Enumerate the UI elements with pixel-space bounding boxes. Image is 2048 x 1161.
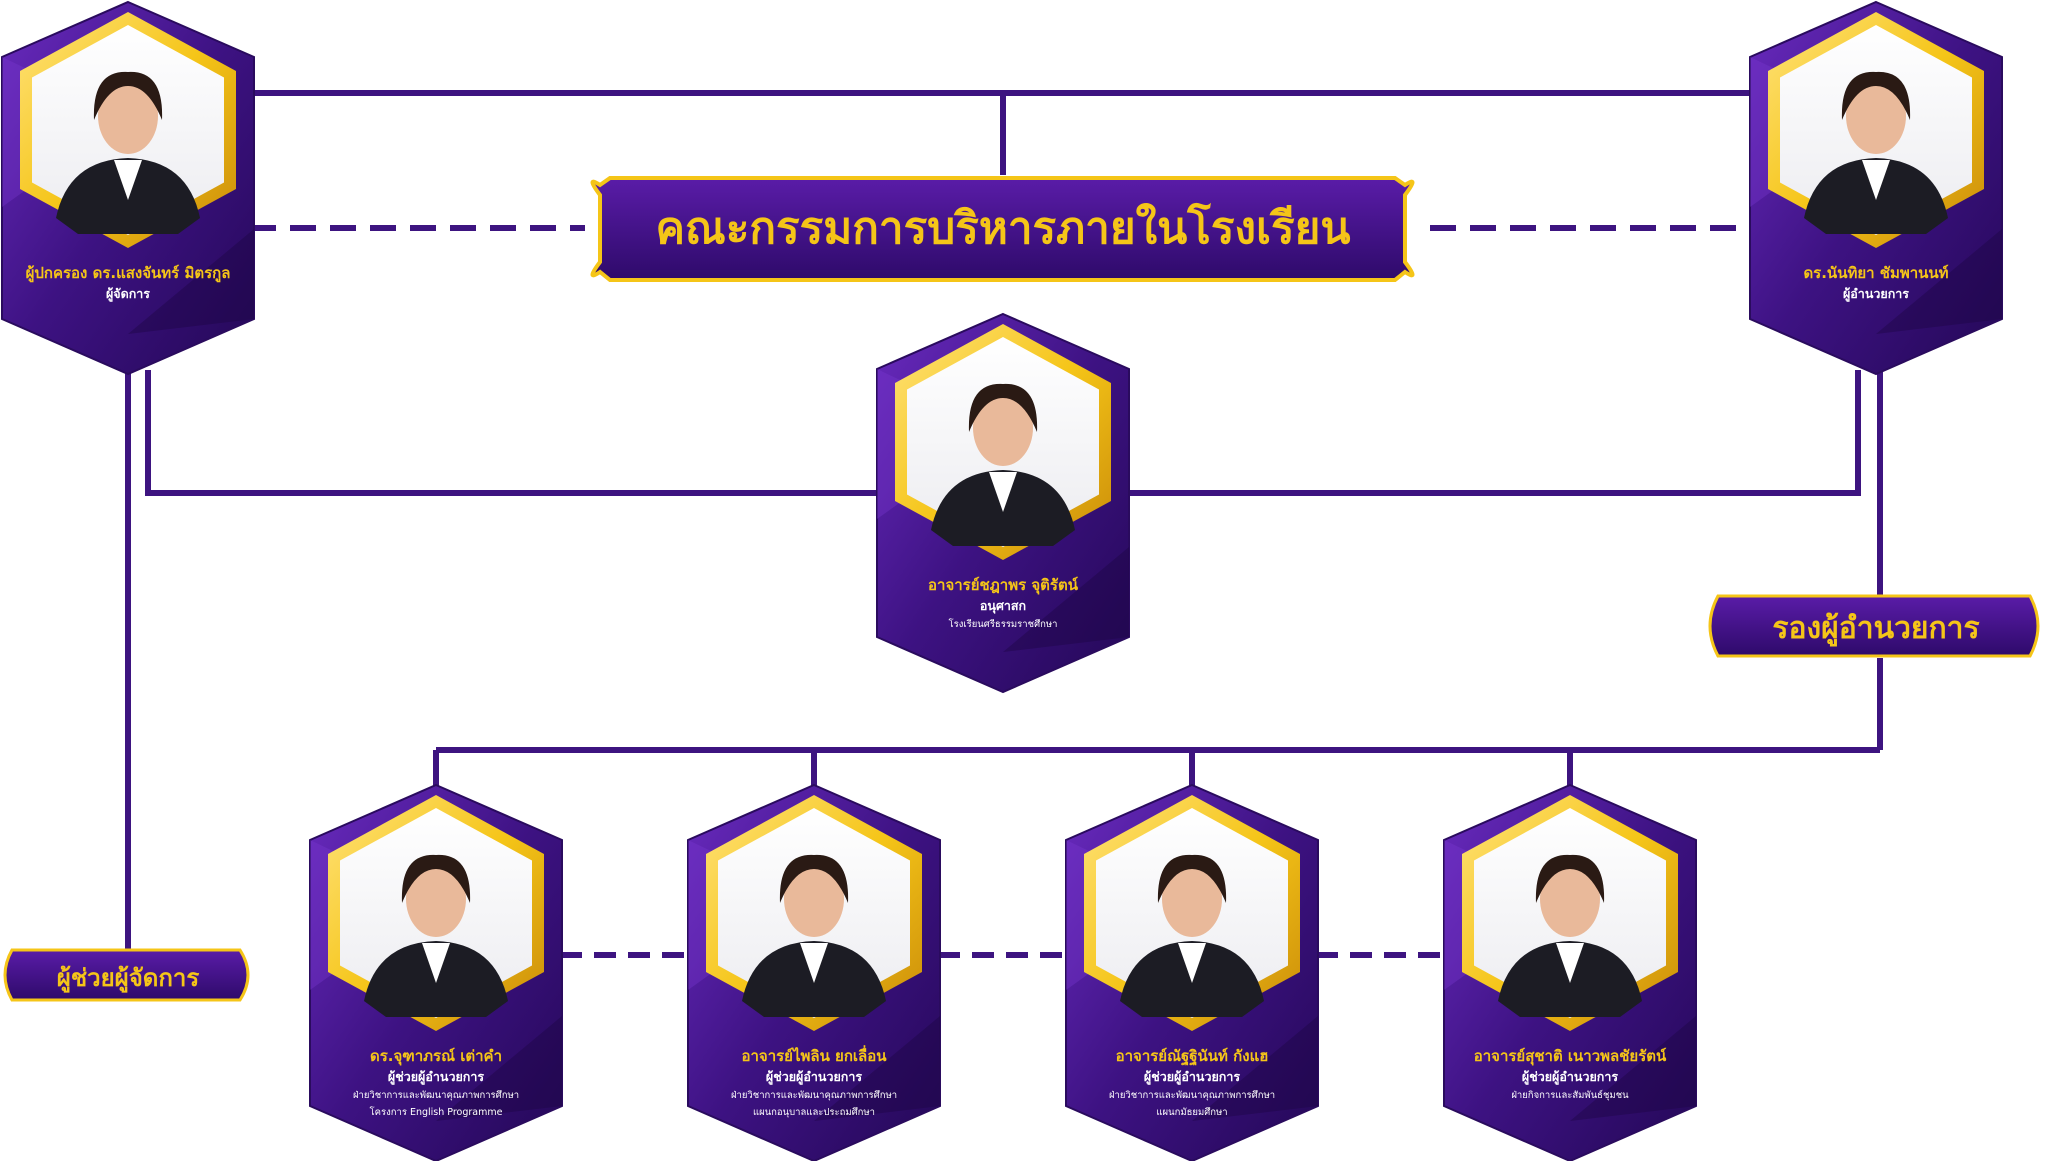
assistant-manager-title: ผู้ช่วยผู้จัดการ <box>57 964 200 993</box>
person-card-asst1: ดร.จุฑาภรณ์ เต่าคำผู้ช่วยผู้อำนวยการฝ่าย… <box>309 783 563 1161</box>
manager-to-licensee <box>145 370 880 496</box>
committee-banner: คณะกรรมการบริหารภายในโรงเรียน <box>590 176 1415 282</box>
portrait-silhouette <box>1804 71 1948 234</box>
portrait-silhouette <box>742 854 886 1017</box>
deputy-director-banner: รองผู้อำนวยการ <box>1708 594 2040 658</box>
person-name: อาจารย์สุชาติ เนาวพลชัยรัตน์ <box>1474 1047 1667 1066</box>
person-detail: ผู้ช่วยผู้อำนวยการ <box>388 1069 484 1085</box>
person-card-asst3: อาจารย์ณัฐฐินันท์ กังแฮผู้ช่วยผู้อำนวยกา… <box>1065 783 1319 1161</box>
person-detail: ฝ่ายวิชาการและพัฒนาคุณภาพการศึกษา <box>353 1090 519 1101</box>
card-facet <box>1570 1016 1696 1121</box>
person-name: ดร.นันทิยา ชัมพานนท์ <box>1803 264 1948 282</box>
person-detail: ผู้ช่วยผู้อำนวยการ <box>1144 1069 1240 1085</box>
person-detail: ผู้ช่วยผู้อำนวยการ <box>1522 1069 1618 1085</box>
card-facet <box>1192 1016 1318 1121</box>
person-detail: โครงการ English Programme <box>370 1106 503 1118</box>
card-facet <box>814 1016 940 1121</box>
portrait-silhouette <box>1498 854 1642 1017</box>
person-name: ผู้ปกครอง ดร.แสงจันทร์ มิตรกูล <box>26 264 231 283</box>
person-name: อาจารย์ณัฐฐินันท์ กังแฮ <box>1116 1047 1269 1066</box>
person-detail: ฝ่ายวิชาการและพัฒนาคุณภาพการศึกษา <box>731 1090 897 1101</box>
director-to-licensee <box>1128 370 1861 496</box>
portrait-silhouette <box>931 383 1075 546</box>
portrait-silhouette <box>364 854 508 1017</box>
person-detail: แผนกอนุบาลและประถมศึกษา <box>753 1107 875 1118</box>
connector-lines <box>125 90 1883 958</box>
person-detail: โรงเรียนศรีธรรมราชศึกษา <box>949 618 1058 630</box>
deputy-director-title: รองผู้อำนวยการ <box>1772 611 1979 647</box>
person-name: ดร.จุฑาภรณ์ เต่าคำ <box>370 1047 502 1066</box>
card-facet <box>436 1016 562 1121</box>
person-card-asst2: อาจารย์ไพลิน ยกเลื่อนผู้ช่วยผู้อำนวยการฝ… <box>687 783 941 1161</box>
person-card-director: ดร.นันทิยา ชัมพานนท์ผู้อำนวยการ <box>1749 0 2003 376</box>
person-name: อาจารย์ไพลิน ยกเลื่อน <box>741 1045 887 1065</box>
card-facet <box>128 229 254 334</box>
assistant-manager-banner: ผู้ช่วยผู้จัดการ <box>3 948 250 1002</box>
person-detail: อนุศาสก <box>980 598 1026 614</box>
person-card-asst4: อาจารย์สุชาติ เนาวพลชัยรัตน์ผู้ช่วยผู้อำ… <box>1443 783 1697 1161</box>
person-detail: ผู้จัดการ <box>106 286 150 302</box>
person-detail: ผู้ช่วยผู้อำนวยการ <box>766 1069 862 1085</box>
portrait-silhouette <box>1120 854 1264 1017</box>
card-facet <box>1003 547 1129 652</box>
person-detail: ฝ่ายวิชาการและพัฒนาคุณภาพการศึกษา <box>1109 1090 1275 1101</box>
person-card-licensee: อาจารย์ชฎาพร จุติรัตน์อนุศาสกโรงเรียนศรี… <box>876 312 1130 694</box>
person-detail: ผู้อำนวยการ <box>1843 286 1909 302</box>
person-card-manager: ผู้ปกครอง ดร.แสงจันทร์ มิตรกูลผู้จัดการ <box>1 0 255 376</box>
card-facet <box>1876 229 2002 334</box>
person-detail: แผนกมัธยมศึกษา <box>1156 1107 1227 1118</box>
committee-title: คณะกรรมการบริหารภายในโรงเรียน <box>655 201 1350 254</box>
person-name: อาจารย์ชฎาพร จุติรัตน์ <box>928 576 1079 595</box>
portrait-silhouette <box>56 71 200 234</box>
person-detail: ฝ่ายกิจการและสัมพันธ์ชุมชน <box>1511 1089 1629 1101</box>
